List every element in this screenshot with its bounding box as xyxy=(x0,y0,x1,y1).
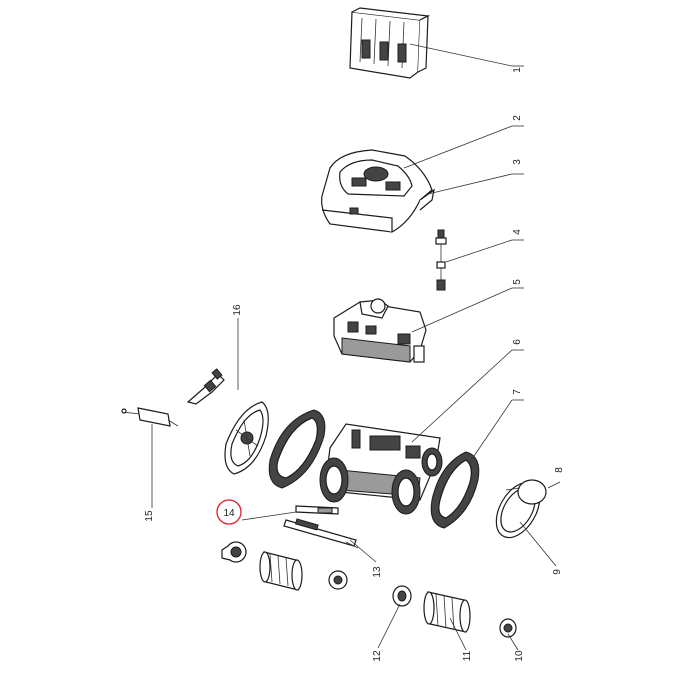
part-13-rail xyxy=(283,518,359,549)
part-3-upper-shell xyxy=(321,149,435,233)
part-12-bushing xyxy=(392,585,412,607)
callout-8: 8 xyxy=(554,467,565,473)
callout-10: 10 xyxy=(514,650,525,662)
leader-lines xyxy=(151,43,561,651)
part-11-brush-roller xyxy=(423,591,471,633)
callout-7: 7 xyxy=(512,389,523,395)
part-15-cable-sensor xyxy=(121,407,179,427)
callout-16: 16 xyxy=(232,304,243,316)
part-7-right-track xyxy=(430,451,480,529)
callout-3: 3 xyxy=(512,159,523,165)
part-16-clip xyxy=(186,368,225,405)
callout-2: 2 xyxy=(512,115,523,121)
part-9-right-plate xyxy=(495,479,547,539)
callout-13: 13 xyxy=(372,566,383,578)
callout-1: 1 xyxy=(512,67,523,73)
callout-12: 12 xyxy=(372,650,383,662)
callout-15: 15 xyxy=(144,510,155,522)
part-14-bar xyxy=(295,505,339,515)
callout-14: 14 xyxy=(223,508,235,519)
part-4-valve-stem xyxy=(435,229,447,291)
callout-5: 5 xyxy=(512,279,523,285)
lower-left-roller xyxy=(259,551,303,591)
lower-middle-bushing xyxy=(328,570,348,590)
part-1-top-cover xyxy=(349,7,431,79)
part-6-chassis xyxy=(319,423,443,515)
callout-4: 4 xyxy=(512,229,523,235)
left-track xyxy=(268,409,326,489)
highlight-circle-14 xyxy=(216,499,242,525)
lower-left-bushing xyxy=(221,541,247,563)
callout-11: 11 xyxy=(462,650,473,661)
callout-9: 9 xyxy=(552,569,563,575)
callout-6: 6 xyxy=(512,339,523,345)
left-side-plate xyxy=(224,401,269,475)
part-10-end-cap xyxy=(499,618,517,638)
part-5-motor-block xyxy=(333,298,427,363)
